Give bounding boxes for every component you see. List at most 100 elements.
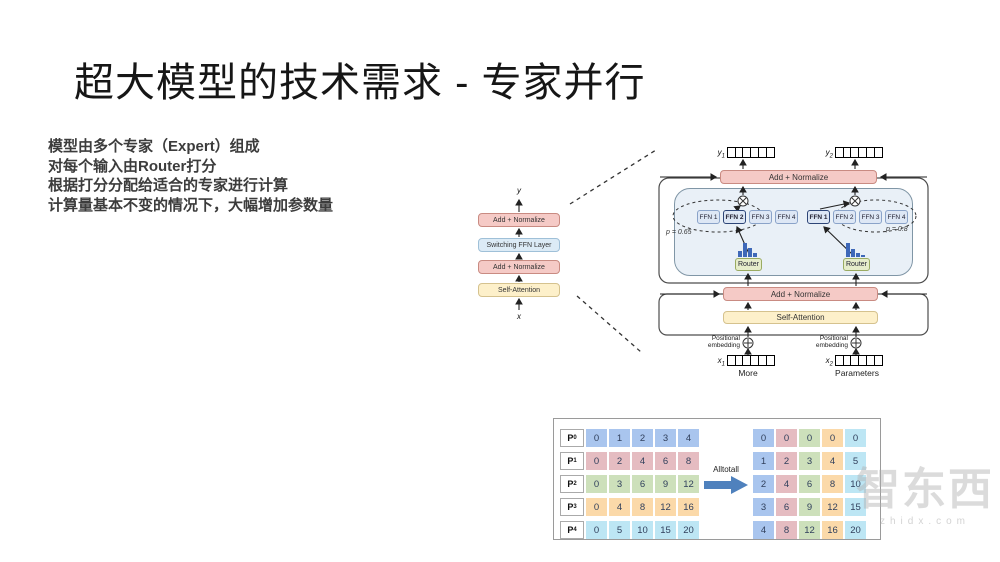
matrix-cell: 15 bbox=[655, 521, 676, 539]
ffn-expert-left-4: FFN 4 bbox=[775, 210, 798, 224]
probability-right: p = 0.8 bbox=[886, 226, 908, 233]
bullet-line: 对每个输入由Router打分 bbox=[48, 157, 217, 175]
matrix-cell: 1 bbox=[753, 452, 774, 470]
matrix-cell: 16 bbox=[678, 498, 699, 516]
probability-left: p = 0.65 bbox=[666, 229, 692, 236]
matrix-cell: 8 bbox=[678, 452, 699, 470]
matrix-cell: 6 bbox=[632, 475, 653, 493]
ffn-expert-right-3: FFN 3 bbox=[859, 210, 882, 224]
token-cell bbox=[873, 147, 883, 158]
matrix-cell: 0 bbox=[586, 521, 607, 539]
matrix-cell: 3 bbox=[799, 452, 820, 470]
ffn-expert-left-1: FFN 1 bbox=[697, 210, 720, 224]
matrix-cell: 5 bbox=[609, 521, 630, 539]
matrix-cell: 2 bbox=[776, 452, 797, 470]
matrix-cell: 2 bbox=[753, 475, 774, 493]
bullet-line: 根据打分分配给适合的专家进行计算 bbox=[48, 177, 289, 194]
input-label-x1: x1 bbox=[717, 356, 725, 368]
alltoall-label: Alltotall bbox=[713, 465, 739, 474]
matrix-cell: 0 bbox=[799, 429, 820, 447]
matrix-cell: 0 bbox=[586, 429, 607, 447]
matrix-cell: 3 bbox=[655, 429, 676, 447]
matrix-cell: 4 bbox=[776, 475, 797, 493]
matrix-cell: 5 bbox=[845, 452, 866, 470]
matrix-cell: 16 bbox=[822, 521, 843, 539]
histogram-bar bbox=[743, 243, 747, 257]
matrix-cell: 0 bbox=[753, 429, 774, 447]
matrix-cell: 20 bbox=[678, 521, 699, 539]
matrix-cell: 12 bbox=[655, 498, 676, 516]
matrix-cell: 6 bbox=[655, 452, 676, 470]
histogram-bar bbox=[748, 248, 752, 257]
matrix-cell: 9 bbox=[655, 475, 676, 493]
matrix-cell: 2 bbox=[632, 429, 653, 447]
matrix-cell: 10 bbox=[632, 521, 653, 539]
matrix-cell: 10 bbox=[845, 475, 866, 493]
matrix-cell: 4 bbox=[678, 429, 699, 447]
matrix-cell: 2 bbox=[609, 452, 630, 470]
ffn-expert-left-3: FFN 3 bbox=[749, 210, 772, 224]
bullet-line: 计算量基本不变的情况下，大幅增加参数量 bbox=[48, 196, 334, 214]
matrix-cell: 6 bbox=[776, 498, 797, 516]
output-label-y1: y1 bbox=[717, 148, 725, 160]
add-normalize-top: Add + Normalize bbox=[720, 170, 877, 184]
token-array-x2 bbox=[834, 355, 883, 366]
output-label-y2: y2 bbox=[825, 148, 833, 160]
positional-embedding-right: Positional embedding bbox=[815, 335, 848, 349]
callout-dashed-lines bbox=[569, 149, 657, 353]
router-histogram-right bbox=[846, 242, 865, 257]
matrix-cell: 8 bbox=[822, 475, 843, 493]
histogram-bar bbox=[856, 253, 860, 257]
token-array-x1 bbox=[726, 355, 775, 366]
token-cell bbox=[765, 355, 775, 366]
router-histogram-left bbox=[738, 242, 757, 257]
matrix-cell: 4 bbox=[609, 498, 630, 516]
ffn-expert-left-2: FFN 2 bbox=[723, 210, 746, 224]
router-right: Router bbox=[843, 258, 870, 271]
caption-parameters: Parameters bbox=[835, 368, 879, 378]
mini-input-label: x bbox=[517, 312, 521, 321]
histogram-bar bbox=[846, 243, 850, 257]
positional-embedding-left: Positional embedding bbox=[707, 335, 740, 349]
bullet-line: 模型由多个专家（Expert）组成 bbox=[48, 138, 260, 155]
ffn-expert-right-4: FFN 4 bbox=[885, 210, 908, 224]
ffn-expert-right-2: FFN 2 bbox=[833, 210, 856, 224]
matrix-cell: 0 bbox=[586, 498, 607, 516]
matrix-cell: 3 bbox=[609, 475, 630, 493]
histogram-bar bbox=[753, 253, 757, 257]
matrix-cell: 0 bbox=[776, 429, 797, 447]
ffn-expert-right-1: FFN 1 bbox=[807, 210, 830, 224]
matrix-cell: 12 bbox=[822, 498, 843, 516]
matrix-cell: 0 bbox=[586, 452, 607, 470]
matrix-cell: 8 bbox=[776, 521, 797, 539]
matrix-cell: 1 bbox=[609, 429, 630, 447]
mini-output-label: y bbox=[517, 186, 521, 195]
token-array-y2 bbox=[834, 147, 883, 158]
matrix-cell: 4 bbox=[822, 452, 843, 470]
router-left: Router bbox=[735, 258, 762, 271]
histogram-bar bbox=[738, 251, 742, 257]
self-attention-block: Self-Attention bbox=[723, 311, 878, 324]
page-title: 超大模型的技术需求 - 专家并行 bbox=[74, 61, 646, 105]
caption-more: More bbox=[738, 368, 758, 378]
alltoall-arrow-icon bbox=[704, 476, 748, 494]
add-normalize-mid: Add + Normalize bbox=[723, 287, 878, 301]
matrix-cell: 8 bbox=[632, 498, 653, 516]
mini-layer-4: Self-Attention bbox=[478, 283, 560, 297]
histogram-bar bbox=[861, 255, 865, 257]
matrix-cell: 4 bbox=[753, 521, 774, 539]
expert-layer-container bbox=[674, 188, 913, 276]
bullet-list: 模型由多个专家（Expert）组成对每个输入由Router打分根据打分分配给适合… bbox=[48, 137, 333, 215]
matrix-cell: 4 bbox=[632, 452, 653, 470]
matrix-cell: 9 bbox=[799, 498, 820, 516]
matrix-cell: 12 bbox=[799, 521, 820, 539]
histogram-bar bbox=[851, 249, 855, 257]
matrix-cell: 0 bbox=[586, 475, 607, 493]
mini-layer-1: Add + Normalize bbox=[478, 213, 560, 227]
